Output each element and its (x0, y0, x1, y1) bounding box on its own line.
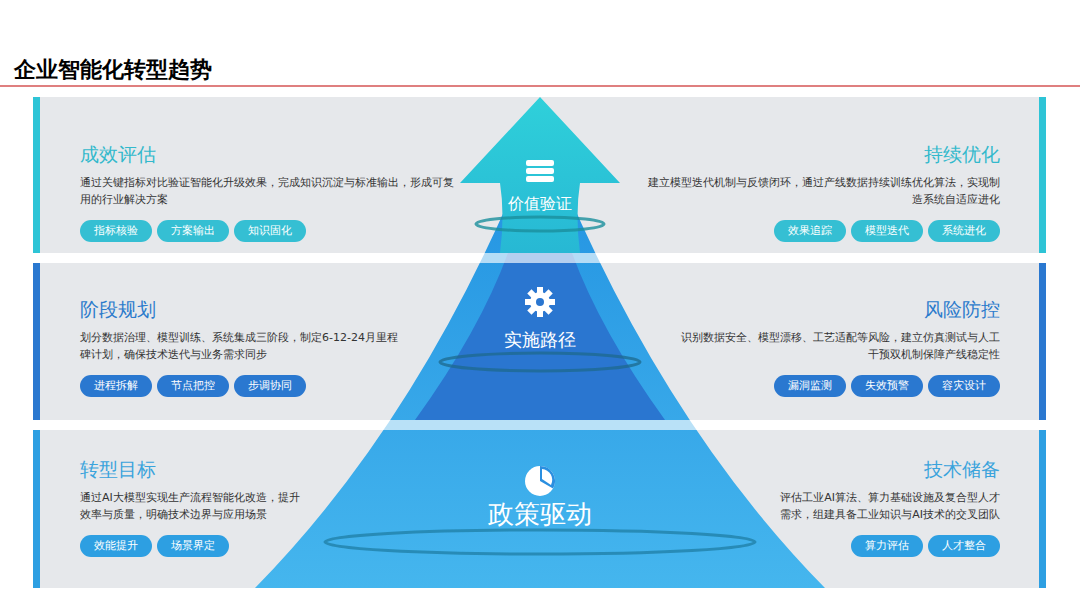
tag-pill: 漏洞监测 (774, 375, 846, 397)
section-block: 风险防控识别数据安全、模型漂移、工艺适配等风险，建立仿真测试与人工干预双机制保障… (680, 298, 1000, 397)
section-block: 成效评估通过关键指标对比验证智能化升级效果，完成知识沉淀与标准输出，形成可复用的… (80, 143, 460, 242)
path-cone (415, 253, 665, 420)
tag-pill: 失效预警 (851, 375, 923, 397)
section-body: 划分数据治理、模型训练、系统集成三阶段，制定6-12-24月里程碑计划，确保技术… (80, 329, 400, 363)
tag-pill: 方案输出 (157, 220, 229, 242)
tag-text: 算力评估 (865, 539, 909, 552)
band-edge (1039, 97, 1046, 253)
tag-pill: 人才整合 (928, 535, 1000, 557)
section-body: 识别数据安全、模型漂移、工艺适配等风险，建立仿真测试与人工干预双机制保障产线稳定… (680, 329, 1000, 363)
tag-text: 系统进化 (942, 224, 986, 237)
tag-text: 效能提升 (94, 539, 138, 552)
tag-text: 指标核验 (94, 224, 138, 237)
tag-text: 漏洞监测 (788, 379, 832, 392)
band-edge (33, 430, 40, 588)
page-title: 企业智能化转型趋势 (14, 55, 212, 85)
tag-pill: 步调协同 (234, 375, 306, 397)
tag-pill: 效果追踪 (774, 220, 846, 242)
tag-text: 模型迭代 (865, 224, 909, 237)
tag-pill: 知识固化 (234, 220, 306, 242)
tag-pill: 容灾设计 (928, 375, 1000, 397)
tag-text: 场景界定 (171, 539, 215, 552)
tag-text: 效果追踪 (788, 224, 832, 237)
tag-pill: 指标核验 (80, 220, 152, 242)
tag-row: 算力评估 人才整合 (770, 535, 1000, 557)
band-edge (33, 263, 40, 420)
section-block: 阶段规划划分数据治理、模型训练、系统集成三阶段，制定6-12-24月里程碑计划，… (80, 298, 400, 397)
policy-cone (255, 125, 825, 588)
tag-pill: 进程拆解 (80, 375, 152, 397)
section-heading: 转型目标 (80, 458, 310, 481)
ring (440, 353, 640, 371)
value-arrow (460, 97, 620, 253)
tag-text: 方案输出 (171, 224, 215, 237)
tag-text: 进程拆解 (94, 379, 138, 392)
section-body: 建立模型迭代机制与反馈闭环，通过产线数据持续训练优化算法，实现制造系统自适应进化 (640, 174, 1000, 208)
tag-pill: 模型迭代 (851, 220, 923, 242)
tag-row: 进程拆解 节点把控 步调协同 (80, 375, 400, 397)
pie-icon (525, 466, 555, 496)
tag-pill: 算力评估 (851, 535, 923, 557)
tag-pill: 效能提升 (80, 535, 152, 557)
section-body: 通过关键指标对比验证智能化升级效果，完成知识沉淀与标准输出，形成可复用的行业解决… (80, 174, 460, 208)
section-block: 技术储备评估工业AI算法、算力基础设施及复合型人才需求，组建具备工业知识与AI技… (770, 458, 1000, 557)
stage-name: 价值验证 (508, 194, 572, 215)
tag-row: 指标核验 方案输出 知识固化 (80, 220, 460, 242)
tag-text: 容灾设计 (942, 379, 986, 392)
bands (33, 97, 1046, 588)
stack-icon (526, 160, 554, 182)
stage-name: 实施路径 (504, 328, 576, 352)
tag-text: 节点把控 (171, 379, 215, 392)
gap (33, 420, 1046, 430)
gear-icon (525, 287, 555, 317)
stage-name: 政策驱动 (488, 497, 592, 532)
tag-row: 效果追踪 模型迭代 系统进化 (640, 220, 1000, 242)
tag-text: 知识固化 (248, 224, 292, 237)
ring (476, 217, 604, 231)
band-edge (33, 97, 40, 253)
tag-text: 人才整合 (942, 539, 986, 552)
section-block: 转型目标通过AI大模型实现生产流程智能化改造，提升效率与质量，明确技术边界与应用… (80, 458, 310, 557)
tag-text: 失效预警 (865, 379, 909, 392)
stage-label: 实施路径 (504, 328, 576, 352)
pyramid (33, 97, 1046, 588)
stage-label: 价值验证 (508, 194, 572, 215)
section-block: 持续优化建立模型迭代机制与反馈闭环，通过产线数据持续训练优化算法，实现制造系统自… (640, 143, 1000, 242)
section-heading: 技术储备 (770, 458, 1000, 481)
section-heading: 风险防控 (680, 298, 1000, 321)
band-edge (1039, 430, 1046, 588)
band (33, 97, 1046, 253)
tag-pill: 场景界定 (157, 535, 229, 557)
section-heading: 阶段规划 (80, 298, 400, 321)
section-heading: 成效评估 (80, 143, 460, 166)
section-body: 评估工业AI算法、算力基础设施及复合型人才需求，组建具备工业知识与AI技术的交叉… (770, 489, 1000, 523)
stage-label: 政策驱动 (488, 497, 592, 532)
tag-text: 步调协同 (248, 379, 292, 392)
gap (33, 253, 1046, 263)
tag-row: 效能提升 场景界定 (80, 535, 310, 557)
tag-pill: 系统进化 (928, 220, 1000, 242)
section-body: 通过AI大模型实现生产流程智能化改造，提升效率与质量，明确技术边界与应用场景 (80, 489, 310, 523)
tag-row: 漏洞监测 失效预警 容灾设计 (680, 375, 1000, 397)
title-rule (0, 85, 1080, 86)
band-edge (1039, 263, 1046, 420)
section-heading: 持续优化 (640, 143, 1000, 166)
ring (325, 530, 755, 554)
tag-pill: 节点把控 (157, 375, 229, 397)
